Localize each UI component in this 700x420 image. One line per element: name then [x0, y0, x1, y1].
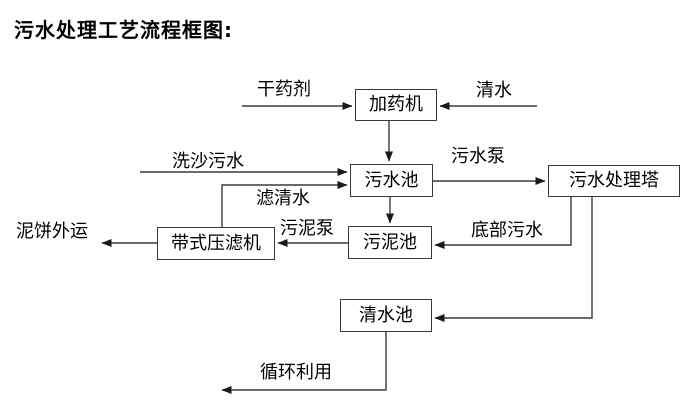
label-dry-agent: 干药剂: [257, 79, 311, 100]
arrow-tower-to-clean-water-pool: [434, 196, 593, 322]
arrow-clean-pool-to-recycling: [221, 332, 387, 394]
node-clean-water-pool: 清水池: [340, 299, 432, 332]
node-dosing-machine: 加药机: [355, 89, 437, 121]
label-clean-water: 清水: [476, 80, 512, 101]
label-bottom-sewage: 底部污水: [471, 220, 543, 241]
node-sewage-pool: 污水池: [350, 164, 433, 197]
node-belt-filter-press: 带式压滤机: [157, 227, 275, 260]
label-sand-washing-sewage: 洗沙污水: [172, 151, 244, 172]
diagram-title: 污水处理工艺流程框图:: [14, 18, 233, 42]
label-filtered-water: 滤清水: [256, 188, 310, 209]
arrow-filtered-water-to-sewage-pool: [221, 181, 348, 227]
node-sludge-pool: 污泥池: [348, 226, 432, 259]
arrow-bottom-sewage-to-sludge-pool: [434, 196, 572, 249]
label-mud-cake-out: 泥饼外运: [16, 221, 88, 242]
node-sewage-treatment-tower: 污水处理塔: [548, 165, 680, 197]
label-sludge-pump: 污泥泵: [280, 218, 334, 239]
label-sewage-pump: 污水泵: [451, 146, 505, 167]
label-recycling: 循环利用: [260, 362, 332, 383]
